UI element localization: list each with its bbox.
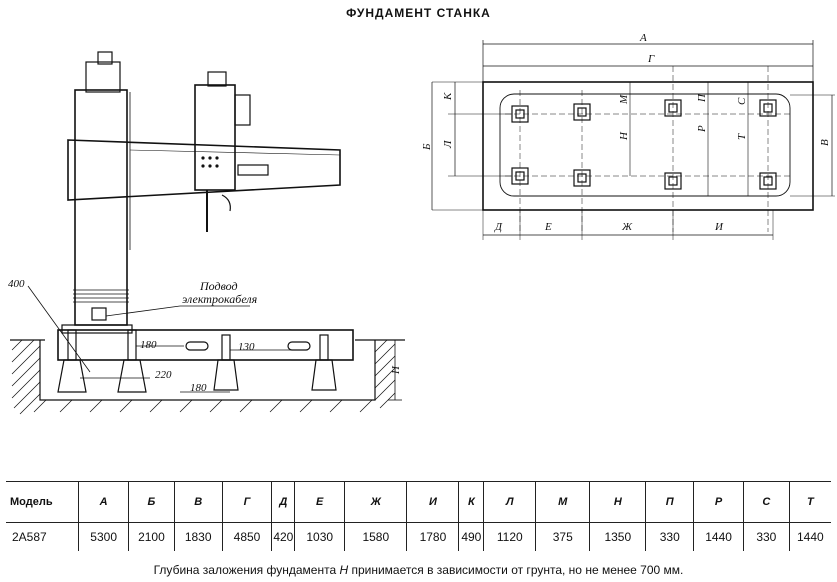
- head-motor: [207, 71, 227, 87]
- t-slot-2: [287, 341, 311, 351]
- cell-p: 330: [645, 522, 694, 551]
- side-lever: [237, 164, 269, 176]
- dim-180a-label: 180: [140, 339, 157, 351]
- cell-i: 1780: [406, 522, 459, 551]
- cell-v: 1830: [173, 522, 223, 551]
- header-k: К: [458, 481, 484, 523]
- cell-l: 1120: [483, 522, 536, 551]
- cell-g: 4850: [221, 522, 272, 551]
- machine-column: [74, 89, 128, 326]
- header-s: С: [743, 481, 790, 523]
- dim-zh-label: Ж: [621, 221, 633, 233]
- column-flange: [61, 324, 133, 334]
- dim-d-label: Д: [494, 221, 503, 233]
- base-outline: [499, 93, 791, 197]
- dim-m-label: М: [618, 94, 630, 105]
- feed-lever: [221, 194, 231, 212]
- anchor-bolts: [57, 329, 337, 393]
- dim-r-label: Р: [696, 125, 708, 133]
- header-n: Н: [589, 481, 646, 523]
- dim-180b-label: 180: [190, 382, 207, 394]
- dim-t-label: Т: [736, 133, 748, 140]
- note-symbol: Н: [339, 563, 349, 577]
- header-i: И: [406, 481, 459, 523]
- dim-p-label: П: [696, 93, 708, 103]
- note-text-before: Глубина заложения фундамента: [153, 563, 340, 577]
- header-a: А: [78, 481, 129, 523]
- foundation-pit: [39, 340, 376, 401]
- cell-r: 1440: [693, 522, 744, 551]
- dim-k-label: К: [442, 92, 454, 101]
- cell-d: 420: [271, 522, 295, 551]
- center-lines: [505, 66, 790, 232]
- table-header-row: Модель А Б В Г Д Е Ж И К Л М Н П Р С Т: [6, 481, 831, 523]
- foundation-plan-outline: [482, 81, 814, 211]
- head-handle: [234, 94, 251, 126]
- machine-base: [57, 329, 354, 361]
- cell-model: 2А587: [12, 530, 47, 544]
- dim-a-label: А: [639, 32, 647, 44]
- dim-130-label: 130: [238, 341, 255, 353]
- cable-box: [91, 307, 107, 321]
- header-d: Д: [271, 481, 295, 523]
- soil-hatching-bottom: [59, 399, 373, 413]
- cell-b: 2100: [128, 522, 175, 551]
- cell-s: 330: [743, 522, 790, 551]
- header-model: Модель: [10, 496, 53, 508]
- drill-head: [194, 84, 236, 191]
- header-t: Т: [788, 481, 831, 523]
- note-text-after: принимается в зависимости от грунта, но …: [348, 563, 684, 577]
- header-m: М: [535, 481, 590, 523]
- cell-n: 1350: [589, 522, 646, 551]
- table-row: 2А587 5300 2100 1830 4850 420 1030 1580 …: [6, 522, 831, 551]
- header-p: П: [645, 481, 694, 523]
- header-r: Р: [693, 481, 744, 523]
- dim-l-label: Л: [442, 140, 454, 149]
- header-e: Е: [294, 481, 345, 523]
- column-rings: [73, 289, 129, 303]
- dim-i-label: И: [714, 221, 724, 233]
- cell-m: 375: [535, 522, 590, 551]
- page-title: ФУНДАМЕНТ СТАНКА: [346, 6, 491, 20]
- cell-e: 1030: [294, 522, 345, 551]
- cell-a: 5300: [78, 522, 129, 551]
- dim-g-label: Г: [647, 53, 655, 65]
- foundation-depth-note: Глубина заложения фундамента Н принимает…: [0, 563, 837, 577]
- cable-callout-line2: электрокабеля: [182, 292, 258, 306]
- cell-zh: 1580: [344, 522, 407, 551]
- soil-hatching-right: [374, 339, 396, 409]
- depth-h-label: H: [390, 365, 402, 375]
- column-motor: [85, 61, 121, 93]
- technical-drawing: 400 Подвод электрокабеля 180 130 220 180…: [8, 32, 835, 415]
- header-l: Л: [483, 481, 536, 523]
- dim-v-label: В: [819, 139, 831, 146]
- dimensions-table: Модель А Б В Г Д Е Ж И К Л М Н П Р С Т 2…: [6, 481, 831, 551]
- motor-cap: [97, 51, 113, 65]
- control-buttons: [201, 156, 219, 168]
- anchor-holes: [511, 99, 777, 190]
- cable-callout-line1: Подвод: [199, 279, 238, 293]
- dim-400-label: 400: [8, 278, 25, 290]
- header-zh: Ж: [344, 481, 407, 523]
- dim-s-label: С: [736, 97, 748, 105]
- header-b: Б: [128, 481, 175, 523]
- dim-220-label: 220: [155, 369, 172, 381]
- dim-n-label: Н: [618, 131, 630, 141]
- header-g: Г: [221, 481, 272, 523]
- soil-hatching-left: [11, 339, 47, 415]
- dim-b-label: Б: [421, 143, 433, 151]
- cell-t: 1440: [788, 522, 831, 551]
- t-slot-1: [185, 341, 209, 351]
- dim-e-label: Е: [544, 221, 552, 233]
- cell-k: 490: [458, 522, 484, 551]
- header-v: В: [173, 481, 223, 523]
- radial-arm: [67, 139, 341, 201]
